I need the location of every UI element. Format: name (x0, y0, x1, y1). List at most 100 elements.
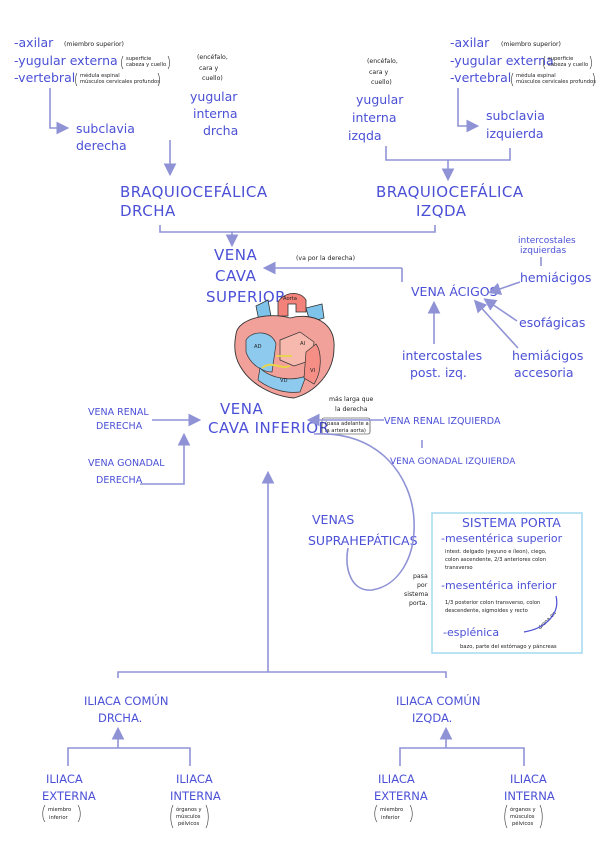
va-por-derecha: (va por la derecha) (296, 255, 355, 262)
int-der-note-1: órganos y (176, 806, 202, 813)
ext-der-1: ILIACA (46, 772, 83, 786)
tr-subclavia-1: subclavia (486, 108, 545, 123)
tl-yi-note-2: cara y (199, 65, 218, 72)
pasa-delante-1: (pasa adelante a (325, 421, 369, 427)
mas-larga-2: la derecha (335, 406, 368, 413)
sistema-porta-box: SISTEMA PORTA -mesentérica superior inte… (431, 512, 583, 654)
renal-der-1: VENA RENAL (88, 407, 149, 418)
ext-izq-note-1: miembro (380, 807, 403, 813)
tl-yugular-note1: superficie (126, 56, 151, 62)
int-izq-note-2: músculos (510, 813, 535, 820)
tr-yugular-note1: superficie (548, 56, 573, 62)
porta-esplenica-desc: bazo, parte del estómago y páncreas (460, 643, 557, 650)
int-der-1: ILIACA (176, 772, 213, 786)
braquio-drcha-1: BRAQUIOCEFÁLICA (120, 182, 268, 201)
tr-vertebral-note1: médula espinal (516, 72, 556, 79)
int-der-note-3: pélvicos (178, 820, 199, 827)
braquio-izqda-2: IZQDA (416, 202, 467, 220)
ext-der-note-2: inferior (49, 815, 68, 821)
tl-yugular-externa: -yugular externa (14, 53, 118, 68)
braquio-group: BRAQUIOCEFÁLICA DRCHA BRAQUIOCEFÁLICA IZ… (120, 182, 524, 248)
tr-yi-3: izqda (348, 128, 382, 143)
tr-subclavia-2: izquierda (486, 126, 544, 141)
gonadal-der-2: DERECHA (96, 475, 143, 486)
intercostales-izq-2: izquierdas (520, 246, 566, 256)
porta-mes-sup-desc-2: colon ascendente, 2/3 anteriores colon (445, 557, 546, 563)
porta-mes-sup-desc-1: intest. delgado (yeyuno e íleon), ciego, (445, 548, 547, 555)
iliaca-der-1: ILIACA COMÚN (84, 693, 168, 708)
tr-yi-note-1: (encéfalo, (367, 57, 398, 65)
tr-yi-note-3: cuello) (371, 79, 392, 86)
tl-yi-3: drcha (203, 123, 238, 138)
vcs-3: SUPERIOR (206, 288, 286, 306)
heart-vi: VI (310, 368, 316, 374)
braquio-drcha-2: DRCHA (120, 202, 176, 220)
porta-mes-inf: -mesentérica inferior (441, 579, 557, 592)
pasa-porta-4: porta. (409, 600, 427, 607)
porta-mes-inf-desc-2: descendente, sigmoides y recto (445, 608, 528, 614)
ext-izq-1: ILIACA (378, 772, 415, 786)
heart-vd: VD (280, 378, 288, 384)
porta-drena: drena en (537, 610, 558, 631)
tl-yugular-note2: cabeza y cuello (126, 62, 166, 68)
vci-group: VENA CAVA INFERIOR más larga que la dere… (88, 395, 516, 607)
tl-yi-note-3: cuello) (202, 75, 223, 82)
hemiacigos-acc-1: hemiácigos (512, 348, 583, 363)
pasa-delante-2: la arteria aorta) (325, 428, 366, 434)
vci-2: CAVA INFERIOR (208, 419, 329, 437)
tl-vertebral-note1: médula espinal (80, 72, 120, 79)
suprahepaticas-2: SUPRAHEPÁTICAS (308, 533, 418, 548)
tl-yi-2: interna (193, 106, 238, 121)
gonadal-der-1: VENA GONADAL (88, 458, 165, 469)
intercostales-post-2: post. izq. (410, 365, 467, 380)
ext-izq-2: EXTERNA (374, 789, 428, 803)
iliaca-der-2: DRCHA. (98, 711, 142, 725)
pasa-porta-1: pasa (413, 573, 428, 580)
porta-esplenica: -esplénica (443, 626, 499, 639)
int-izq-note-1: órganos y (510, 806, 536, 813)
gonadal-izq: VENA GONADAL IZQUIERDA (390, 457, 516, 467)
renal-der-2: DERECHA (96, 421, 143, 432)
pasa-porta-3: sistema (404, 591, 428, 598)
int-der-2: INTERNA (170, 789, 221, 803)
renal-izq: VENA RENAL IZQUIERDA (384, 416, 501, 427)
heart-ad: AD (254, 344, 262, 350)
iliac-bridge-line (117, 671, 447, 678)
tr-yugular-externa: -yugular externa (450, 53, 554, 68)
intercostales-post-1: intercostales (402, 348, 482, 363)
porta-mes-sup: -mesentérica superior (441, 532, 563, 545)
iliaca-izq-2: IZQDA. (412, 711, 452, 725)
top-left-group: -axilar (miembro superior) -yugular exte… (14, 35, 238, 177)
ext-der-2: EXTERNA (42, 789, 96, 803)
tr-vertebral-note2: músculos cervicales profundos (516, 78, 596, 85)
esofagicas: esofágicas (519, 315, 585, 330)
acigos-group: VENA ÁCIGOS intercostales izquierdas hem… (402, 236, 591, 380)
heart-ai: AI (300, 341, 306, 347)
braquio-izqda-1: BRAQUIOCEFÁLICA (376, 182, 524, 201)
pasa-porta-2: por (417, 582, 428, 589)
tl-subclavia-1: subclavia (76, 121, 135, 136)
vci-1: VENA (220, 400, 263, 418)
int-izq-2: INTERNA (504, 789, 555, 803)
tr-yi-note-2: cara y (369, 69, 388, 76)
mas-larga-1: más larga que (329, 395, 373, 403)
acigos-label: VENA ÁCIGOS (411, 284, 498, 299)
tr-yi-1: yugular (356, 92, 404, 107)
tl-vertebral: -vertebral (14, 70, 75, 85)
iliacas-group: ILIACA COMÚN DRCHA. ILIACA COMÚN IZQDA. … (42, 693, 555, 827)
vcs-2: CAVA (215, 267, 257, 285)
iliaca-izq-1: ILIACA COMÚN (396, 693, 480, 708)
tr-axilar-note: (miembro superior) (501, 41, 561, 48)
tr-yugular-note2: cabeza y cuello (548, 62, 588, 68)
tl-axilar: -axilar (14, 35, 54, 50)
ext-der-note-1: miembro (48, 807, 71, 813)
hemiacigos: hemiácigos (520, 270, 591, 285)
tl-yi-note-1: (encéfalo, (197, 53, 228, 61)
int-izq-note-3: pélvicos (512, 820, 533, 827)
suprahepaticas-1: VENAS (312, 512, 354, 527)
int-der-note-2: músculos (176, 813, 201, 820)
tr-vertebral: -vertebral (450, 70, 511, 85)
tl-yi-1: yugular (190, 89, 238, 104)
tl-axilar-note: (miembro superior) (64, 41, 124, 48)
